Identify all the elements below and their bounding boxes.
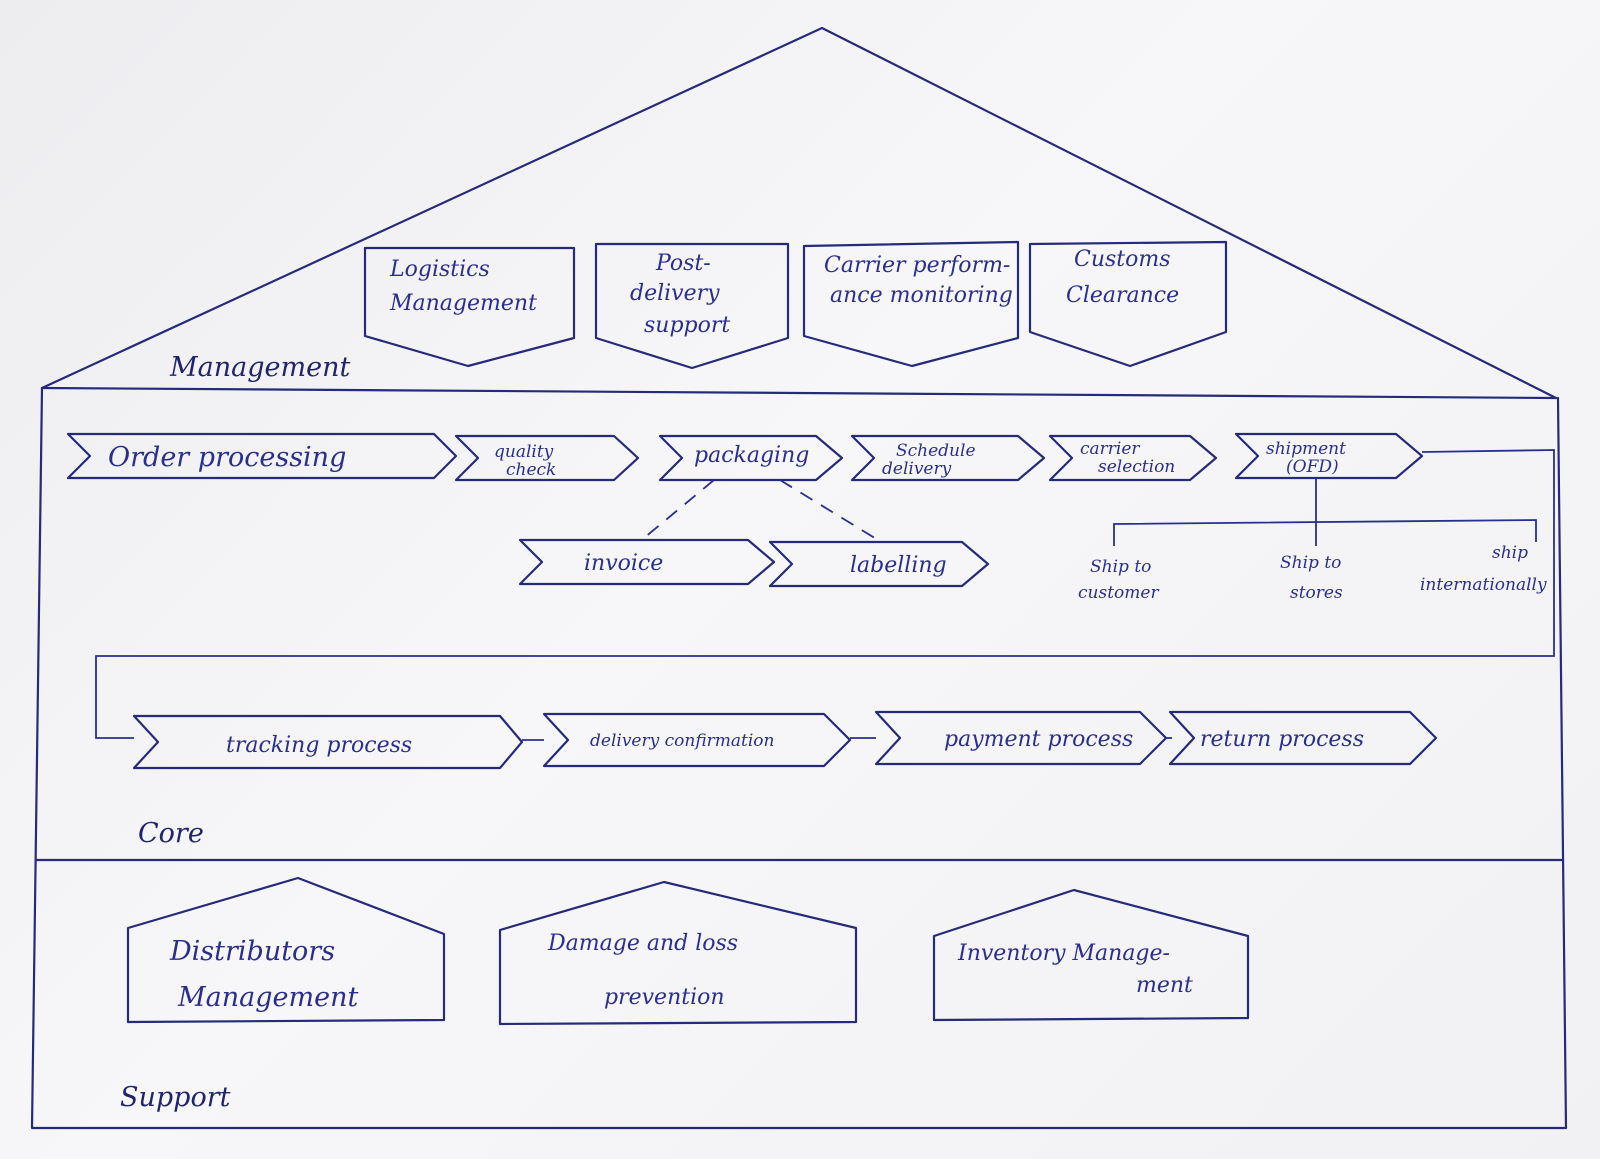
flow-step-packaging: packaging bbox=[658, 434, 844, 482]
flow-loop-connector bbox=[95, 449, 1555, 739]
management-item-post-delivery: Post- delivery support bbox=[594, 242, 790, 370]
section-label-management: Management bbox=[169, 352, 350, 383]
flow-step-label: delivery confirmation bbox=[590, 731, 775, 751]
shipment-option-customer: Ship to customer bbox=[1078, 557, 1159, 603]
support-item-distributors: Distributors Management bbox=[126, 876, 446, 1024]
shipment-tree-connector bbox=[1113, 478, 1537, 546]
substep-invoice: invoice bbox=[518, 538, 776, 586]
flow-step-order-processing: Order processing bbox=[66, 432, 458, 480]
core-second-flow: tracking process delivery confirmation p… bbox=[132, 710, 1438, 770]
management-item-label: Logistics Management bbox=[389, 257, 537, 316]
management-items: Logistics Management Post- delivery supp… bbox=[363, 240, 1228, 370]
flow-step-shipment-ofd: shipment (OFD) bbox=[1234, 432, 1424, 480]
flow-step-return: return process bbox=[1168, 710, 1438, 766]
section-label-core: Core bbox=[138, 818, 204, 849]
substep-labelling: labelling bbox=[768, 540, 990, 588]
flow-step-label: quality check bbox=[494, 442, 559, 480]
flow-step-label: Order processing bbox=[108, 442, 346, 473]
house-frame bbox=[30, 26, 1568, 1130]
flow-step-delivery-confirmation: delivery confirmation bbox=[542, 712, 852, 768]
flow-step-label: Schedule delivery bbox=[882, 441, 981, 479]
support-item-label: Damage and loss prevention bbox=[547, 931, 745, 1010]
flow-step-label: packaging bbox=[694, 443, 809, 468]
house-outer-frame bbox=[30, 386, 1568, 1130]
roof-base-line bbox=[40, 386, 1558, 400]
management-item-logistics: Logistics Management bbox=[363, 246, 576, 368]
management-item-customs: Customs Clearance bbox=[1028, 240, 1228, 368]
flow-step-label: carrier selection bbox=[1080, 439, 1175, 477]
support-items: Distributors Management Damage and loss … bbox=[126, 876, 1250, 1026]
management-item-label: Carrier perform- ance monitoring bbox=[824, 253, 1017, 308]
flow-step-label: return process bbox=[1200, 727, 1364, 752]
flow-step-tracking: tracking process bbox=[132, 714, 524, 770]
management-item-label: Customs Clearance bbox=[1066, 247, 1179, 308]
shipment-option-stores: Ship to stores bbox=[1280, 553, 1347, 603]
packaging-dashed-link-right bbox=[779, 479, 879, 541]
substep-label: invoice bbox=[584, 551, 663, 576]
flow-step-carrier-selection: carrier selection bbox=[1048, 434, 1218, 482]
flow-step-label: shipment (OFD) bbox=[1266, 439, 1351, 477]
support-item-inventory: Inventory Manage- ment bbox=[932, 888, 1250, 1022]
support-item-damage-loss: Damage and loss prevention bbox=[498, 880, 858, 1026]
roof-outline bbox=[40, 26, 1558, 400]
flow-step-quality-check: quality check bbox=[454, 434, 640, 482]
flow-step-payment: payment process bbox=[874, 710, 1168, 766]
substep-label: labelling bbox=[850, 553, 947, 578]
section-label-support: Support bbox=[120, 1082, 231, 1113]
management-item-carrier-performance: Carrier perform- ance monitoring bbox=[802, 240, 1020, 368]
shipment-options: Ship to customer Ship to stores ship int… bbox=[1078, 478, 1547, 603]
flow-step-schedule-delivery: Schedule delivery bbox=[850, 434, 1046, 482]
shipment-option-international: ship internationally bbox=[1420, 543, 1547, 595]
packaging-substeps: invoice labelling bbox=[518, 479, 990, 588]
flow-step-label: tracking process bbox=[226, 733, 412, 758]
management-item-label: Post- delivery support bbox=[630, 251, 730, 338]
support-item-label: Distributors Management bbox=[169, 936, 358, 1013]
packaging-dashed-link-left bbox=[643, 479, 715, 539]
flow-step-label: payment process bbox=[944, 727, 1133, 752]
support-item-label: Inventory Manage- ment bbox=[957, 941, 1193, 998]
core-main-flow: Order processing quality check packaging… bbox=[66, 432, 1424, 482]
